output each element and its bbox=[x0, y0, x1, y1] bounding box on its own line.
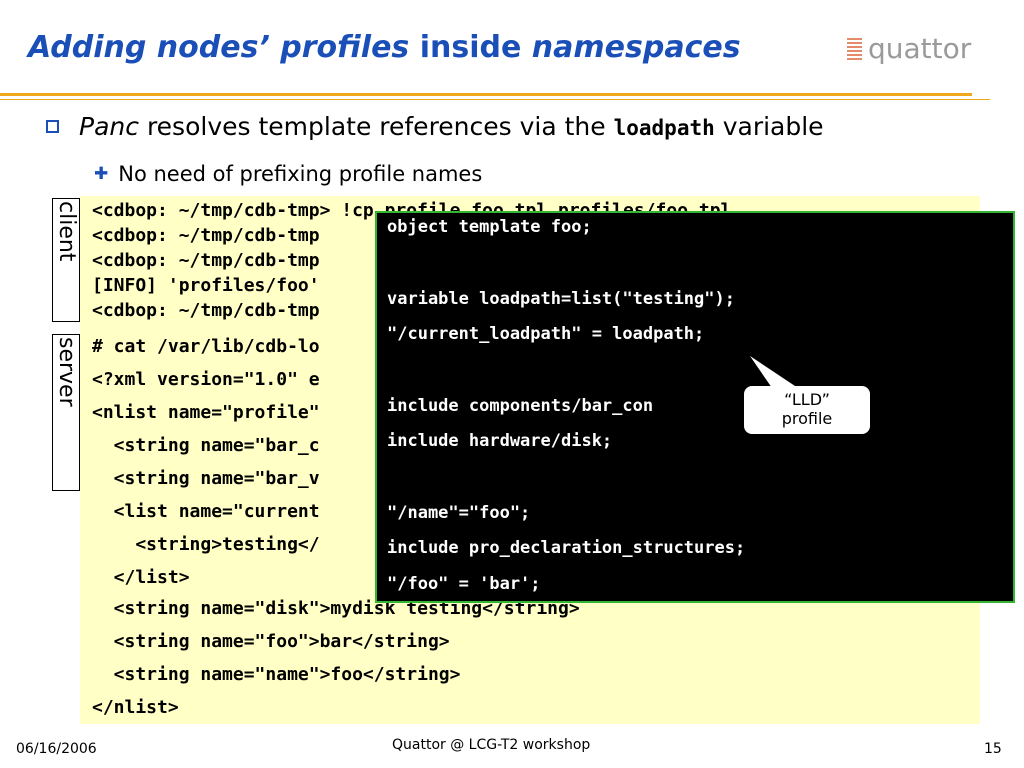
template-line: object template foo; bbox=[387, 217, 592, 237]
title-rule-thin bbox=[0, 99, 990, 100]
title-part3: namespaces bbox=[531, 30, 741, 65]
bullet-main-italic: Panc bbox=[79, 112, 139, 141]
client-line: <cdbop: ~/tmp/cdb-tmp bbox=[92, 250, 320, 271]
server-line: <string name="bar_c bbox=[92, 435, 320, 456]
client-line: <cdbop: ~/tmp/cdb-tmp bbox=[92, 300, 320, 321]
template-line: include pro_declaration_structures; bbox=[387, 538, 746, 558]
bullet-main-text2: variable bbox=[714, 112, 824, 141]
template-line: variable loadpath=list("testing"); bbox=[387, 289, 735, 309]
client-label: client bbox=[52, 198, 80, 322]
server-line: </nlist> bbox=[92, 697, 179, 718]
server-label: server bbox=[52, 334, 80, 491]
title-rule bbox=[0, 93, 972, 96]
plus-bullet-icon: ✚ bbox=[94, 164, 109, 184]
callout-line1: “LLD” bbox=[784, 390, 830, 409]
page-number: 15 bbox=[984, 741, 1002, 757]
client-line: <cdbop: ~/tmp/cdb-tmp bbox=[92, 225, 320, 246]
logo-text: quattor bbox=[868, 32, 972, 65]
template-line: "/current_loadpath" = loadpath; bbox=[387, 324, 705, 344]
server-line: <string name="name">foo</string> bbox=[92, 664, 461, 685]
server-line: <string name="bar_v bbox=[92, 468, 320, 489]
template-line: include components/bar_con bbox=[387, 396, 654, 416]
callout-pointer bbox=[750, 356, 798, 388]
server-line: <string>testing</ bbox=[92, 534, 320, 555]
template-line: "/foo" = 'bar'; bbox=[387, 574, 541, 594]
server-line: <nlist name="profile" bbox=[92, 402, 320, 423]
footer-date: 06/16/2006 bbox=[16, 741, 97, 757]
client-line: [INFO] 'profiles/foo' bbox=[92, 275, 320, 296]
template-line: include hardware/disk; bbox=[387, 431, 613, 451]
footer-title: Quattor @ LCG-T2 workshop bbox=[392, 737, 591, 753]
server-line: <string name="foo">bar</string> bbox=[92, 631, 450, 652]
bullet-main-code: loadpath bbox=[613, 116, 715, 140]
bullet-main: Panc resolves template references via th… bbox=[46, 112, 824, 141]
server-line: <?xml version="1.0" e bbox=[92, 369, 320, 390]
square-bullet-icon bbox=[46, 119, 59, 133]
quattor-logo-icon bbox=[847, 37, 862, 60]
bullet-sub: ✚ No need of prefixing profile names bbox=[94, 162, 482, 186]
lld-profile-callout: “LLD” profile bbox=[744, 386, 870, 434]
quattor-logo: quattor bbox=[846, 32, 971, 65]
bullet-main-text1: resolves template references via the bbox=[139, 112, 614, 141]
title-part2: inside bbox=[409, 30, 532, 65]
server-line: <list name="current bbox=[92, 501, 320, 522]
template-code-box: object template foo; variable loadpath=l… bbox=[375, 211, 1015, 603]
slide-title: Adding nodes’ profiles inside namespaces bbox=[28, 30, 741, 65]
bullet-sub-text: No need of prefixing profile names bbox=[118, 162, 483, 186]
template-line: "/name"="foo"; bbox=[387, 503, 531, 523]
server-line: <string name="disk">mydisk testing</stri… bbox=[92, 598, 580, 619]
callout-line2: profile bbox=[781, 409, 833, 428]
server-line: # cat /var/lib/cdb-lo bbox=[92, 336, 320, 357]
server-line: </list> bbox=[92, 567, 190, 588]
title-part1: Adding nodes’ profiles bbox=[28, 30, 410, 65]
